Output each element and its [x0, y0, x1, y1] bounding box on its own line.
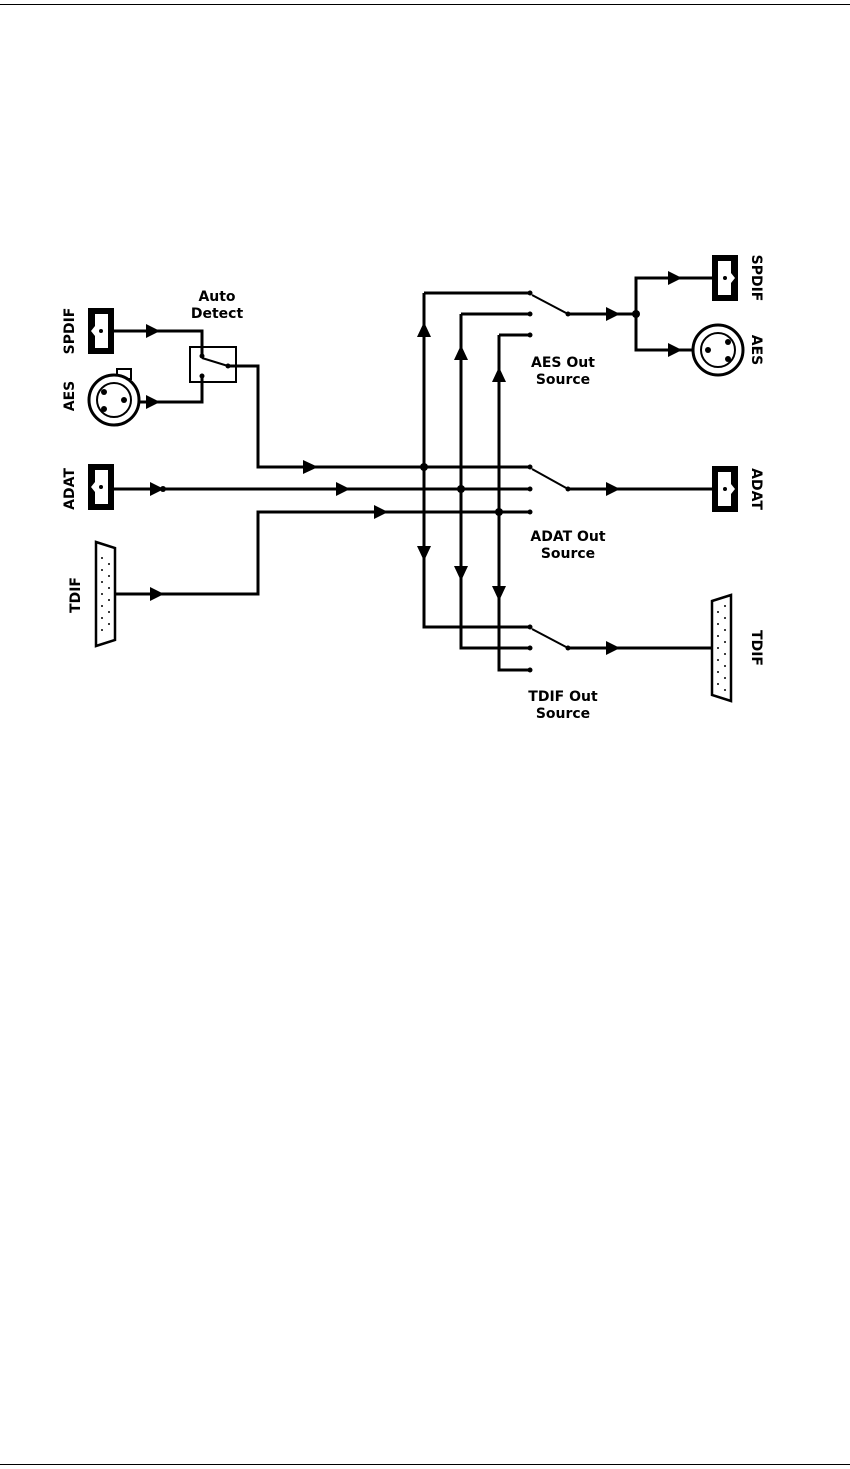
output-arrows: [606, 271, 682, 655]
header-rule: [0, 4, 850, 5]
spdif-input-label: SPDIF: [62, 308, 78, 355]
aes-out-source-label-line1: AES Out: [531, 355, 595, 371]
spdif-output-label: SPDIF: [748, 255, 764, 302]
adat-out-source-label-line1: ADAT Out: [530, 529, 605, 545]
riser-arrows: [417, 322, 506, 601]
adat-output-connector: [712, 466, 738, 512]
aes-output-xlr-connector: [691, 323, 745, 377]
input-wires: [114, 329, 530, 596]
adat-output-label: ADAT: [748, 468, 764, 510]
vertical-bus-risers: [422, 291, 530, 672]
footer-rule: [0, 1464, 850, 1465]
spdif-input-connector: [88, 308, 114, 354]
adat-input-connector: [88, 464, 114, 510]
tdif-out-source-label-line2: Source: [536, 706, 590, 722]
auto-detect-label-line2: Detect: [191, 306, 244, 322]
input-arrows: [146, 324, 388, 601]
aes-output-label: AES: [748, 335, 764, 365]
adat-out-source-switch: [527, 464, 712, 515]
aes-input-label: AES: [62, 381, 78, 411]
auto-detect-label-line1: Auto: [198, 289, 235, 305]
tdif-input-dsub-connector: [94, 540, 117, 648]
tdif-out-source-switch: [527, 624, 712, 673]
tdif-input-label: TDIF: [68, 577, 84, 613]
adat-input-label: ADAT: [62, 468, 78, 510]
tdif-output-label: TDIF: [748, 630, 764, 666]
aes-out-source-label-line2: Source: [536, 372, 590, 388]
aes-input-xlr-connector: [87, 368, 141, 427]
adat-out-source-label-line2: Source: [541, 546, 595, 562]
tdif-output-dsub-connector: [710, 593, 733, 703]
tdif-out-source-label-line1: TDIF Out: [528, 689, 598, 705]
aes-out-source-switch: [527, 290, 636, 338]
spdif-output-connector: [712, 255, 738, 301]
